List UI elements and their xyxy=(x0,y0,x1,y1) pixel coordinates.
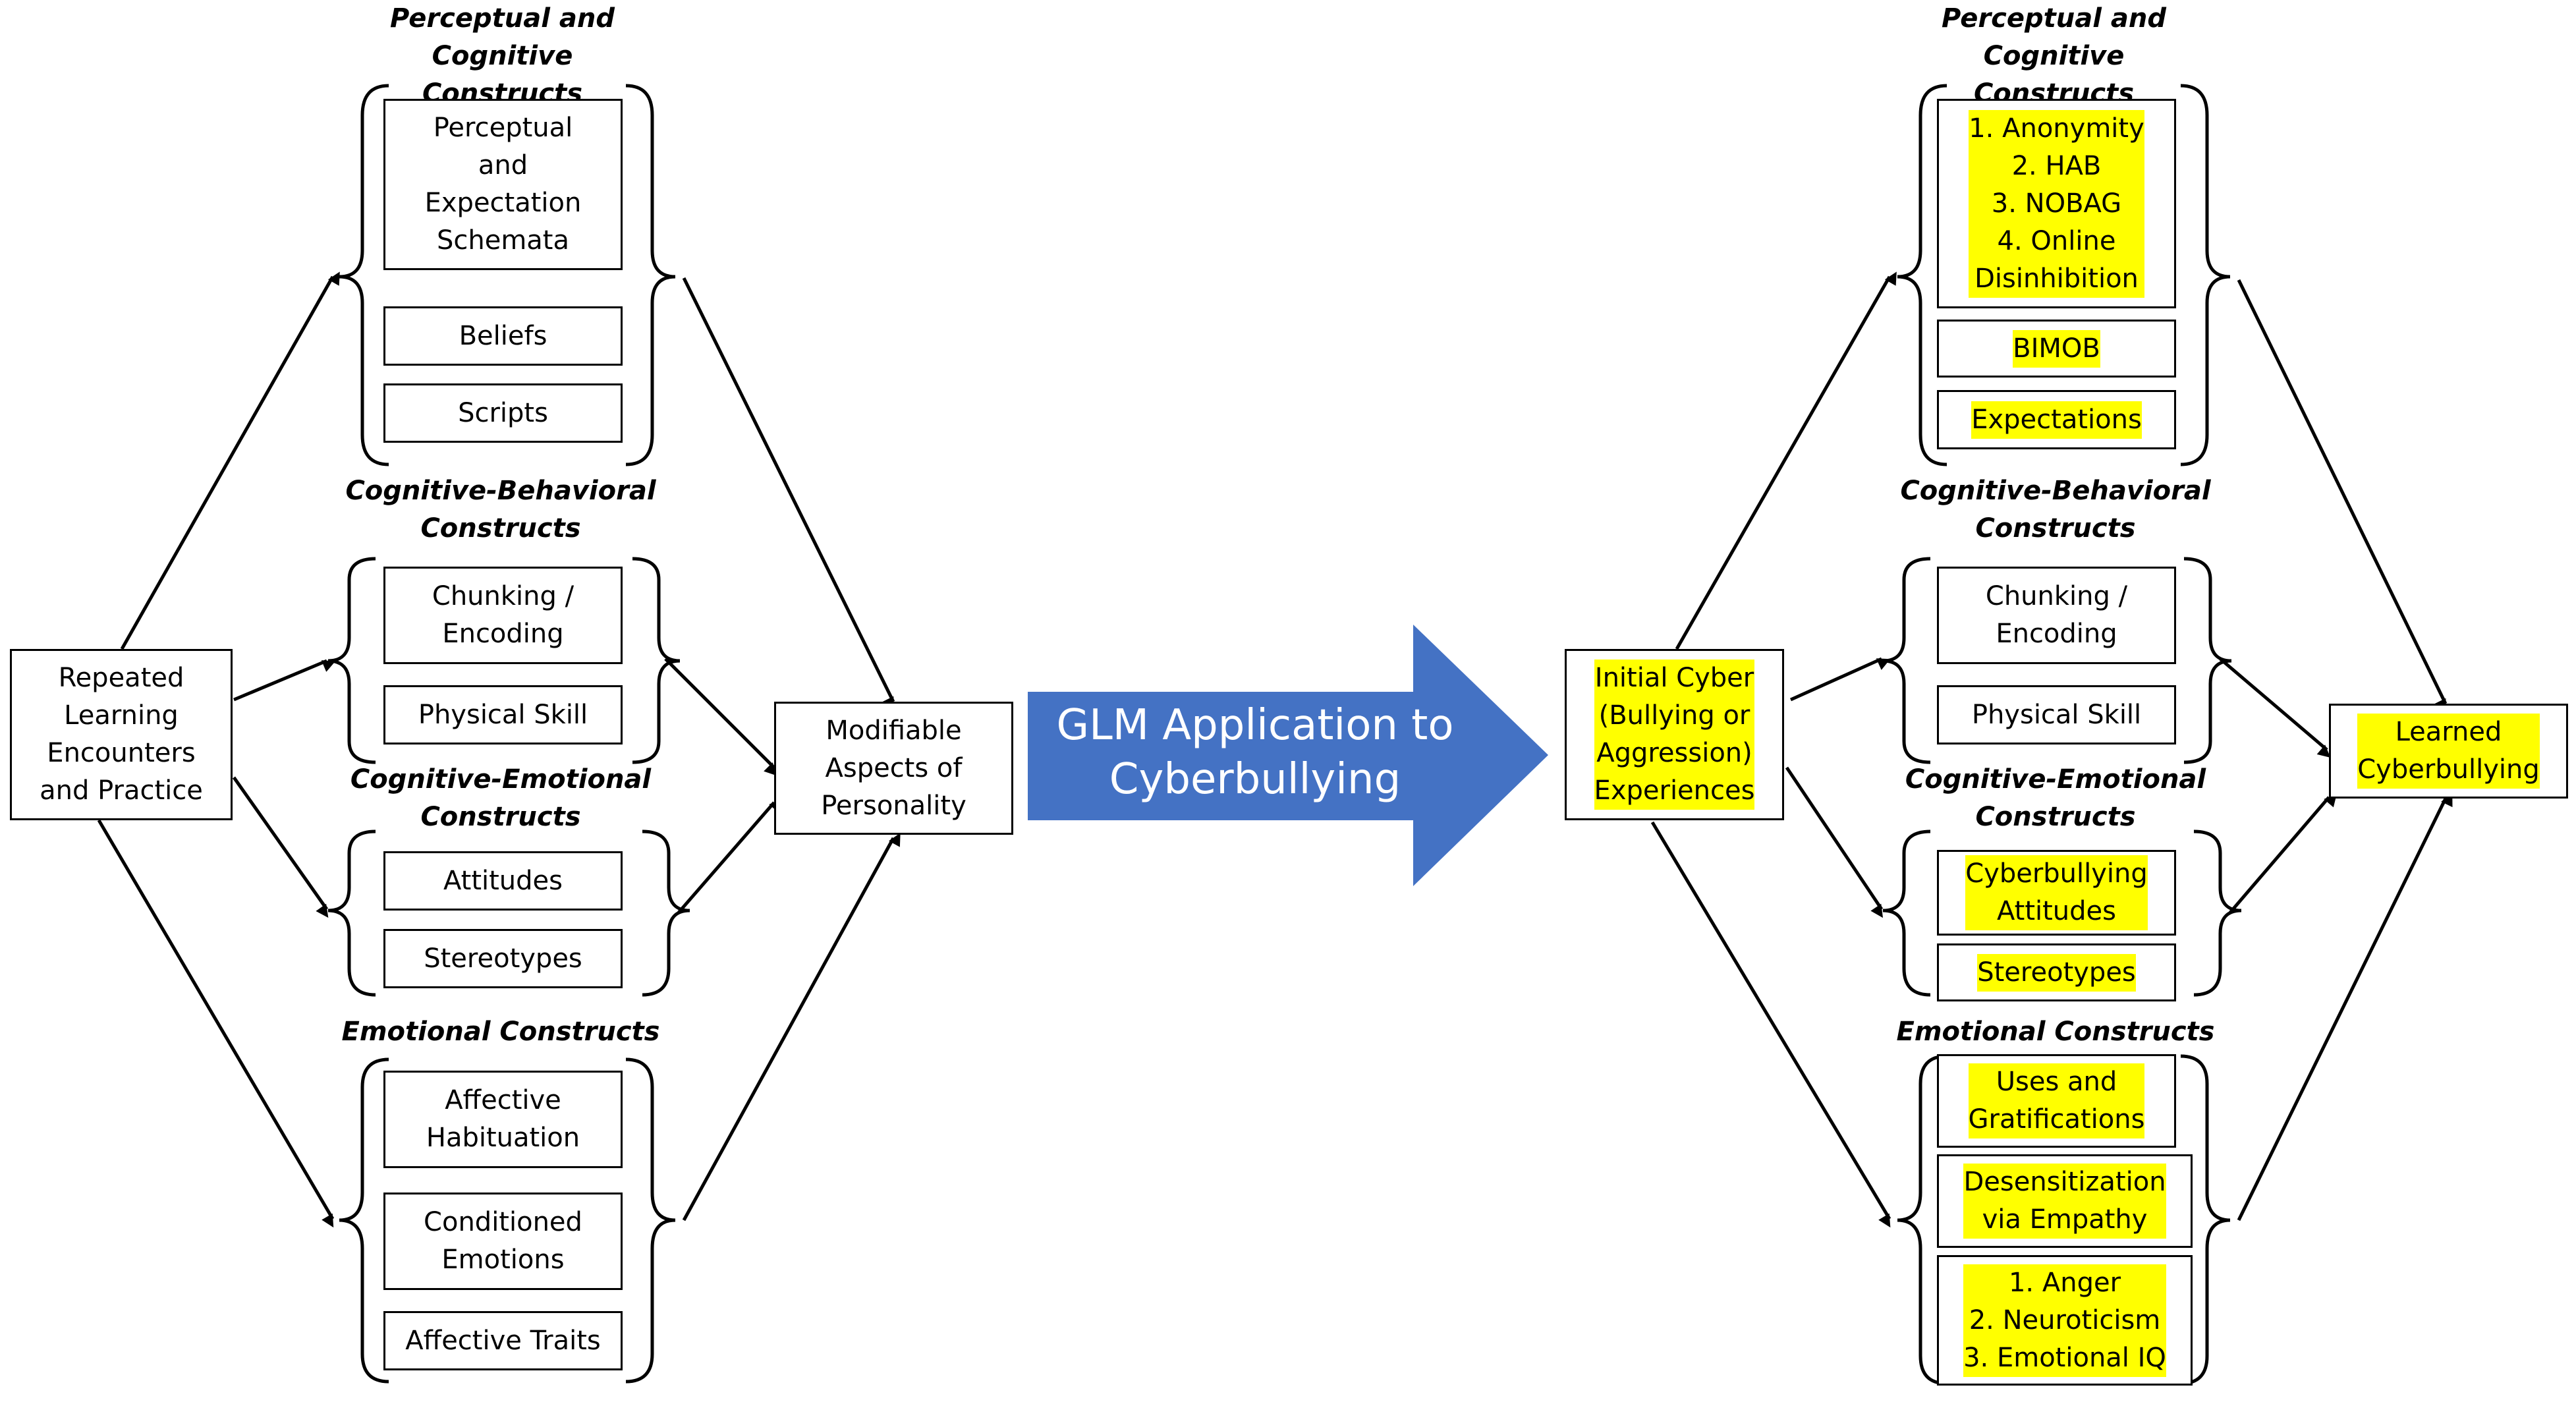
left-emotional-item-habituation: Affective Habituation xyxy=(383,1071,623,1168)
right-perceptual-item-expectations: Expectations xyxy=(1937,390,2176,449)
right-emotional-item-desensitization: Desensitization via Empathy xyxy=(1937,1154,2193,1248)
arrow-left-perceptual-to-target xyxy=(682,277,895,711)
brace-right-perceptual-open xyxy=(1897,84,1947,466)
right-perceptual-item-list: 1. Anonymity 2. HAB 3. NOBAG 4. Online D… xyxy=(1937,99,2176,308)
banner-arrow-shape xyxy=(1028,625,1548,886)
banner-label: GLM Application to Cyberbullying xyxy=(1056,701,1454,804)
arrow-right-source-to-emotional xyxy=(1650,821,1891,1228)
right-perceptual-item-bimob: BIMOB xyxy=(1937,320,2176,378)
left-perceptual-item-schemata: Perceptual and Expectation Schemata xyxy=(383,99,623,270)
arrow-right-source-to-emocog xyxy=(1785,766,1884,918)
right-source-node: Initial Cyber (Bullying or Aggression) E… xyxy=(1565,649,1784,820)
left-behavioral-item-chunking: Chunking / Encoding xyxy=(383,567,623,664)
left-emocog-item-attitudes: Attitudes xyxy=(383,851,623,911)
brace-left-behavioral-close xyxy=(632,557,681,764)
left-emocog-item-stereotypes: Stereotypes xyxy=(383,929,623,988)
right-behavioral-title: Cognitive-Behavioral Constructs xyxy=(1900,476,2211,544)
brace-right-perceptual-close xyxy=(2180,84,2231,466)
brace-left-perceptual-close xyxy=(625,84,676,466)
right-emocog-item-attitudes: Cyberbullying Attitudes xyxy=(1937,850,2176,936)
right-emotional-title: Emotional Constructs xyxy=(1896,1017,2215,1047)
left-perceptual-item-scripts: Scripts xyxy=(383,383,623,443)
arrow-right-emocog-to-target xyxy=(2229,793,2338,914)
left-perceptual-item-beliefs: Beliefs xyxy=(383,306,623,366)
right-perceptual-title: Perceptual and Cognitive Constructs xyxy=(1942,3,2166,109)
brace-right-behavioral-close xyxy=(2183,557,2232,764)
left-emotional-item-traits: Affective Traits xyxy=(383,1311,623,1370)
left-perceptual-title: Perceptual and Cognitive Constructs xyxy=(390,3,615,109)
arrow-left-emocog-to-target xyxy=(677,799,783,914)
left-source-node: Repeated Learning Encounters and Practic… xyxy=(10,649,233,820)
arrow-left-emotional-to-target xyxy=(682,833,901,1221)
brace-left-emotional-open xyxy=(339,1057,389,1384)
arrow-left-source-to-perceptual xyxy=(120,271,340,650)
brace-right-emotional-open xyxy=(1897,1054,1947,1386)
right-target-node: Learned Cyberbullying xyxy=(2329,704,2568,799)
brace-left-emotional-close xyxy=(625,1057,676,1384)
arrow-right-perceptual-to-target xyxy=(2237,279,2448,713)
right-behavioral-item-chunking: Chunking / Encoding xyxy=(1937,567,2176,664)
brace-left-emocog-close xyxy=(642,829,690,997)
arrow-left-source-to-emocog xyxy=(232,776,329,918)
right-emotional-item-list: 1. Anger 2. Neuroticism 3. Emotional IQ xyxy=(1937,1255,2193,1386)
right-emocog-item-stereotypes: Stereotypes xyxy=(1937,943,2176,1001)
arrow-left-source-to-emotional xyxy=(97,819,335,1228)
arrow-right-source-to-perceptual xyxy=(1675,271,1897,650)
left-emotional-item-conditioned: Conditioned Emotions xyxy=(383,1193,623,1290)
arrow-right-behavioral-to-target xyxy=(2219,658,2331,758)
arrow-left-behavioral-to-target xyxy=(664,658,777,776)
arrow-right-emotional-to-target xyxy=(2237,793,2453,1221)
right-emotional-item-gratifications: Uses and Gratifications xyxy=(1937,1054,2176,1148)
right-emocog-title: Cognitive-Emotional Constructs xyxy=(1905,764,2206,832)
left-behavioral-item-physical-skill: Physical Skill xyxy=(383,685,623,744)
arrow-right-source-to-behavioral xyxy=(1789,657,1891,702)
arrow-left-source-to-behavioral xyxy=(233,659,336,702)
left-target-node: Modifiable Aspects of Personality xyxy=(774,702,1013,835)
left-behavioral-title: Cognitive-Behavioral Constructs xyxy=(345,476,656,544)
brace-right-emocog-close xyxy=(2193,829,2242,997)
left-emocog-title: Cognitive-Emotional Constructs xyxy=(350,764,652,832)
left-emotional-title: Emotional Constructs xyxy=(341,1017,660,1047)
brace-right-emotional-close xyxy=(2180,1054,2231,1386)
right-behavioral-item-physical-skill: Physical Skill xyxy=(1937,685,2176,744)
